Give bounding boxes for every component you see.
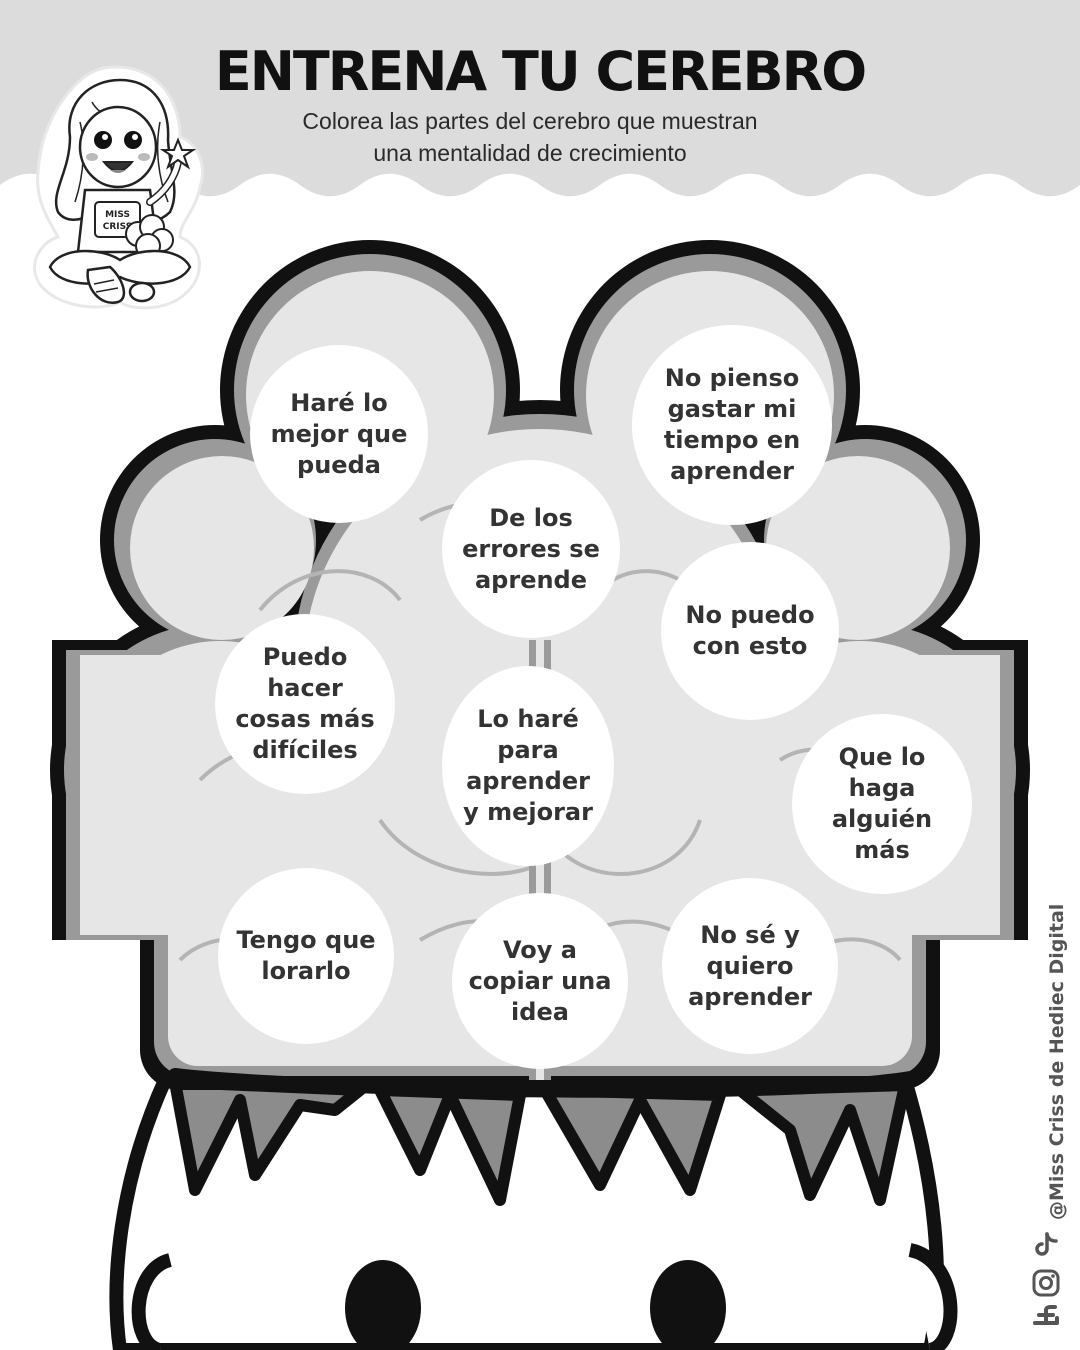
subtitle-line-2: una mentalidad de crecimiento <box>373 140 687 166</box>
statement-bubble-lo-hare-para[interactable]: Lo haré para aprender y mejorar <box>442 666 614 866</box>
tiktok-icon[interactable] <box>1031 1230 1061 1260</box>
head-illustration <box>109 1073 958 1350</box>
facebook-icon[interactable] <box>1031 1304 1061 1334</box>
statement-bubble-puedo-hacer[interactable]: Puedo hacer cosas más difíciles <box>215 614 395 794</box>
mascot-shirt-text-2: CRISS <box>103 222 132 232</box>
statement-text: No puedo con esto <box>685 601 815 660</box>
statement-text: Voy a copiar una idea <box>468 935 612 1026</box>
statement-bubble-de-los-errores[interactable]: De los errores se aprende <box>442 460 620 638</box>
page-subtitle: Colorea las partes del cerebro que muest… <box>220 105 840 169</box>
statement-bubble-hare-lo-mejor[interactable]: Haré lo mejor que pueda <box>250 345 428 523</box>
instagram-icon[interactable] <box>1031 1268 1061 1298</box>
statement-text: Haré lo mejor que pueda <box>270 388 408 479</box>
header-band <box>0 0 1080 197</box>
statement-bubble-tengo-que[interactable]: Tengo que lorarlo <box>218 868 394 1044</box>
statement-bubble-voy-a-copiar[interactable]: Voy a copiar una idea <box>452 893 628 1069</box>
statement-text: Tengo que lorarlo <box>236 926 376 985</box>
mascot-shirt-text-1: MISS <box>105 210 130 220</box>
statement-text: Lo haré para aprender y mejorar <box>463 705 593 826</box>
page-title: ENTRENA TU CEREBRO <box>214 40 867 103</box>
mascot-girl-illustration: MISS CRISS <box>33 65 204 310</box>
statement-text: Puedo hacer cosas más difíciles <box>235 643 375 764</box>
statement-bubble-no-pienso-gastar[interactable]: No pienso gastar mi tiempo en aprender <box>632 325 832 525</box>
statement-text: De los errores se aprende <box>462 503 600 594</box>
statement-text: No pienso gastar mi tiempo en aprender <box>663 364 801 485</box>
statement-text: No sé y quiero aprender <box>688 920 812 1011</box>
statement-text: Que lo haga alguién más <box>831 743 933 864</box>
statement-bubble-que-lo-haga[interactable]: Que lo haga alguién más <box>792 714 972 894</box>
statement-bubble-no-se-y-quiero[interactable]: No sé y quiero aprender <box>662 878 838 1054</box>
statement-bubble-no-puedo[interactable]: No puedo con esto <box>661 542 839 720</box>
credit-handle: @Miss Criss de Hediec Digital <box>1046 903 1068 1220</box>
subtitle-line-1: Colorea las partes del cerebro que muest… <box>302 108 758 134</box>
